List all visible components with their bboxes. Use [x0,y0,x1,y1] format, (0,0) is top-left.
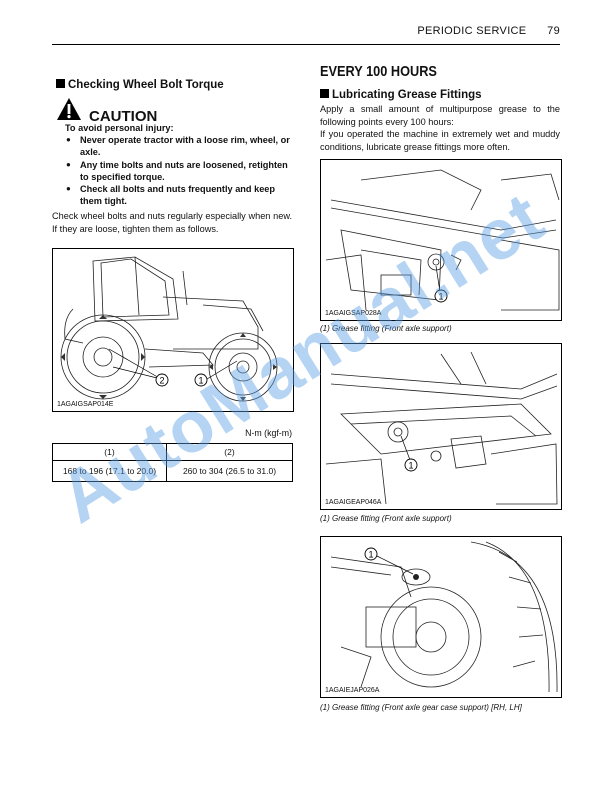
caution-bullet: Check all bolts and nuts frequently and … [65,183,295,207]
figure-caption: (1) Grease fitting (Front axle support) [320,514,452,523]
square-bullet-icon [56,79,65,88]
torque-table: (1) (2) 168 to 196 (17.1 to 20.0) 260 to… [52,443,293,482]
figure-code: 1AGAIEJAP026A [325,687,380,694]
grease-figure-2: 1 1AGAIGEAP046A [320,343,562,510]
running-header: PERIODIC SERVICE 79 [417,25,560,37]
grease-paragraph-1: Apply a small amount of multipurpose gre… [320,104,560,127]
callout-1-label: 1 [408,460,413,470]
gear-case-illustration: 1 [330,541,558,693]
callout-2-label: 2 [159,375,164,385]
grease-figure-3: 1 1AGAIEJAP026A [320,536,562,698]
page-number: 79 [547,25,560,37]
header-section: PERIODIC SERVICE [417,25,527,37]
front-axle-illustration-1: 1 [325,169,560,311]
tractor-illustration: 2 1 [60,256,278,402]
figure-code: 1AGAIGEAP046A [325,499,382,506]
every-100-hours-heading: EVERY 100 HOURS [320,63,437,80]
table-header-row: (1) (2) [52,443,293,461]
table-cell: 168 to 196 (17.1 to 20.0) [52,460,167,482]
header-rule [52,44,560,45]
callout-1-marker [404,458,418,472]
figure-code: 1AGAIGSAP014E [57,401,114,408]
front-axle-illustration-2: 1 [325,351,558,505]
grease-fittings-title: Lubricating Grease Fittings [320,89,482,101]
figure-code: 1AGAIGSAP028A [325,310,382,317]
tractor-wheel-figure: 2 1 1AGAIGSAP014E [52,248,294,412]
grease-paragraph-2: If you operated the machine in extremely… [320,129,560,152]
callout-1-label: 1 [438,291,443,301]
grease-figure-1: 1 1AGAIGSAP028A [320,159,562,321]
caution-bullet: Any time bolts and nuts are loosened, re… [65,159,295,183]
callout-2-marker [155,373,169,387]
table-row: 168 to 196 (17.1 to 20.0) 260 to 304 (26… [52,460,293,482]
callout-1-marker [434,289,448,303]
caution-intro: To avoid personal injury: [65,123,174,133]
callout-1-marker [364,547,378,561]
warning-triangle-icon [57,98,81,120]
square-bullet-icon [320,89,329,98]
callout-1-label: 1 [198,375,203,385]
wheel-bolt-title: Checking Wheel Bolt Torque [56,79,224,91]
callout-1-marker [194,373,208,387]
caution-body: To avoid personal injury: Never operate … [65,122,295,207]
caution-word: CAUTION [89,108,158,125]
caution-bullet: Never operate tractor with a loose rim, … [65,134,295,158]
callout-1-label: 1 [368,549,373,559]
torque-unit: N-m (kgf-m) [245,428,292,438]
figure-caption: (1) Grease fitting (Front axle support) [320,324,452,333]
wheel-bolt-paragraph: Check wheel bolts and nuts regularly esp… [52,211,292,234]
caution-bullets: Never operate tractor with a loose rim, … [65,134,295,207]
table-cell: 260 to 304 (26.5 to 31.0) [166,460,293,482]
figure-caption: (1) Grease fitting (Front axle gear case… [320,703,522,712]
